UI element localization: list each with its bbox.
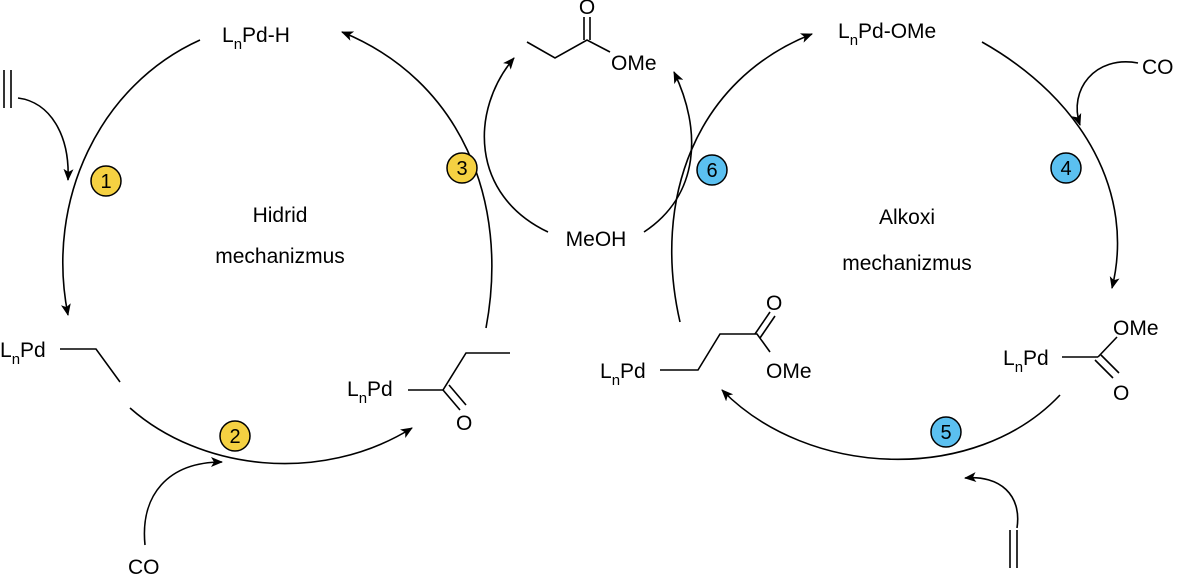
arc-ethylene-in — [17, 97, 74, 181]
svg-text:5: 5 — [940, 422, 951, 444]
arc-pdh-to-ethyl — [60, 39, 201, 316]
arc-ethylene-in-alkoxy — [964, 472, 1019, 529]
arc-methoxide-to-ester — [981, 41, 1120, 289]
svg-text:3: 3 — [456, 158, 467, 180]
step-badge-3: 3 — [446, 152, 478, 184]
hydride-cycle: CO Hidrid mechanizmus LnPd-H LnPd LnPd O… — [0, 24, 510, 576]
acyl-oxygen: O — [456, 412, 472, 435]
step-badge-1: 1 — [90, 165, 122, 197]
alkyl-ester-ome: OMe — [766, 360, 812, 383]
ester-co-bond-2 — [1100, 354, 1120, 374]
species-pd-ethyl: LnPd — [0, 339, 46, 368]
step-badge-4: 4 — [1050, 152, 1082, 184]
alkoxy-cycle-title-2: mechanizmus — [842, 252, 972, 275]
product-oxygen: O — [579, 0, 595, 19]
arc-alkylester-to-methoxide — [670, 33, 813, 323]
ethyl-chain — [60, 348, 121, 383]
arc-ethyl-to-acyl — [129, 407, 413, 465]
svg-text:2: 2 — [229, 426, 240, 448]
arc-acyl-to-pdh — [341, 31, 493, 329]
alkoxy-cycle-title-1: Alkoxi — [879, 206, 935, 229]
ester-ome: OMe — [1113, 317, 1159, 340]
product-skeleton — [526, 39, 611, 59]
ester-oxygen: O — [1113, 382, 1129, 405]
svg-text:6: 6 — [706, 160, 717, 182]
co-reagent-hydride: CO — [128, 556, 160, 576]
co-reagent-alkoxy: CO — [1142, 56, 1174, 79]
step-badge-6: 6 — [696, 154, 728, 186]
alkoxy-cycle: CO Alkoxi mechanizmus LnPd-OMe LnPd OMe … — [600, 20, 1174, 568]
species-pd-ester: LnPd — [1003, 347, 1049, 376]
step-badge-5: 5 — [930, 416, 962, 448]
methanol-label: MeOH — [566, 228, 627, 251]
step-badge-2: 2 — [219, 420, 251, 452]
species-pd-hydride: LnPd-H — [222, 24, 290, 53]
svg-text:1: 1 — [100, 171, 111, 193]
shared-methanolysis: MeOH O OMe — [483, 0, 693, 251]
ester-co-bond-1 — [1094, 359, 1114, 379]
acyl-co-bond-1 — [442, 389, 461, 411]
hydride-cycle-title-1: Hidrid — [253, 204, 308, 227]
alkyl-ester-oxygen: O — [766, 292, 782, 315]
alkyl-ester-co-bond-2 — [759, 315, 776, 339]
svg-text:4: 4 — [1060, 158, 1071, 180]
hydride-cycle-title-2: mechanizmus — [215, 245, 345, 268]
alkyl-ester-co-bond-1 — [754, 311, 771, 335]
arc-co-in-hydride — [143, 457, 223, 546]
species-pd-methoxide: LnPd-OMe — [838, 20, 936, 49]
species-pd-acyl: LnPd — [347, 378, 393, 407]
arc-co-in-alkoxy — [1071, 61, 1139, 126]
ester-c-ome-bond — [1097, 336, 1118, 358]
arc-meoh-to-product-left — [483, 57, 549, 233]
acyl-co-bond-2 — [448, 384, 467, 406]
arc-meoh-to-product-right — [643, 71, 693, 233]
alkyl-ester-chain — [660, 333, 771, 371]
arc-ester-to-alkylester — [721, 389, 1061, 461]
acyl-chain — [408, 352, 510, 391]
species-pd-alkyl-ester: LnPd — [600, 360, 646, 389]
product-ome: OMe — [611, 52, 657, 75]
